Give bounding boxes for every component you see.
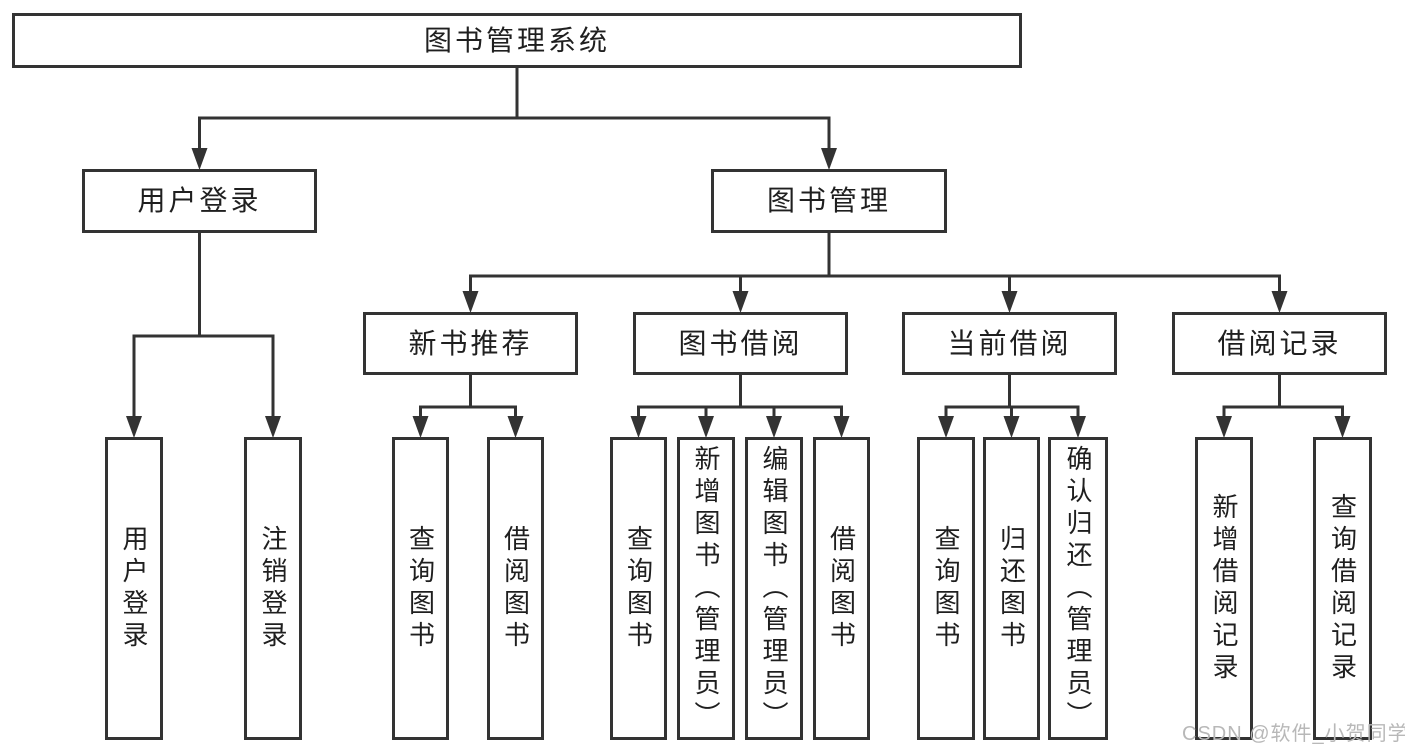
arrowhead-icon <box>833 416 850 438</box>
node-label-leaf-bb-edit-book-admin: 编辑图书（管理员） <box>759 444 789 733</box>
arrowhead-icon <box>821 148 837 170</box>
node-label-user-login: 用户登录 <box>137 185 262 216</box>
arrowhead-icon <box>938 416 954 438</box>
arrowhead-icon <box>1001 291 1018 313</box>
node-leaf-bb-borrow-book: 借阅图书 <box>813 437 870 740</box>
arrowhead-icon <box>265 416 281 438</box>
arrowhead-icon <box>766 416 782 438</box>
node-label-leaf-cb-query-book: 查询图书 <box>931 524 961 653</box>
node-leaf-cb-return-book: 归还图书 <box>983 437 1040 740</box>
arrowhead-icon <box>1216 416 1232 438</box>
node-root: 图书管理系统 <box>12 13 1022 68</box>
arrowhead-icon <box>462 291 479 313</box>
node-label-leaf-bb-borrow-book: 借阅图书 <box>826 524 857 653</box>
watermark: CSDN @软件_小贺同学 <box>1182 723 1405 745</box>
node-label-leaf-bb-add-book-admin: 新增图书（管理员） <box>691 444 721 733</box>
node-book-mgmt: 图书管理 <box>711 169 947 233</box>
node-label-current-borrow: 当前借阅 <box>947 327 1072 359</box>
arrowhead-icon <box>412 416 429 438</box>
node-label-leaf-br-add-record: 新增借阅记录 <box>1209 492 1239 685</box>
node-leaf-bb-add-book-admin: 新增图书（管理员） <box>677 437 735 740</box>
node-label-leaf-cb-confirm-admin: 确认归还（管理员） <box>1063 444 1093 733</box>
node-label-new-book-rec: 新书推荐 <box>408 327 533 359</box>
arrowhead-icon <box>1003 416 1020 438</box>
node-leaf-nbr-query-book: 查询图书 <box>392 437 449 740</box>
node-user-login: 用户登录 <box>82 169 317 233</box>
node-leaf-bb-edit-book-admin: 编辑图书（管理员） <box>745 437 803 740</box>
node-new-book-rec: 新书推荐 <box>363 312 578 375</box>
arrowhead-icon <box>732 291 749 313</box>
node-label-leaf-nbr-query-book: 查询图书 <box>405 524 436 653</box>
node-leaf-cb-confirm-admin: 确认归还（管理员） <box>1048 437 1108 740</box>
arrowhead-icon <box>630 416 647 438</box>
node-current-borrow: 当前借阅 <box>902 312 1117 375</box>
arrowhead-icon <box>1070 416 1086 438</box>
node-label-leaf-cb-return-book: 归还图书 <box>996 524 1027 653</box>
arrowhead-icon <box>507 416 524 438</box>
node-book-borrow: 图书借阅 <box>633 312 848 375</box>
node-label-leaf-br-query-record: 查询借阅记录 <box>1327 492 1358 685</box>
node-leaf-logout: 注销登录 <box>244 437 302 740</box>
arrowhead-icon <box>698 416 714 438</box>
node-leaf-bb-query-book: 查询图书 <box>610 437 667 740</box>
node-leaf-nbr-borrow-book: 借阅图书 <box>487 437 544 740</box>
node-leaf-br-add-record: 新增借阅记录 <box>1195 437 1253 740</box>
node-leaf-br-query-record: 查询借阅记录 <box>1313 437 1372 740</box>
node-label-book-borrow: 图书借阅 <box>678 327 803 359</box>
node-leaf-login: 用户登录 <box>105 437 163 740</box>
node-label-book-mgmt: 图书管理 <box>766 185 891 216</box>
node-leaf-cb-query-book: 查询图书 <box>917 437 975 740</box>
node-label-root: 图书管理系统 <box>423 24 610 56</box>
arrowhead-icon <box>126 416 142 438</box>
node-label-leaf-nbr-borrow-book: 借阅图书 <box>500 524 531 653</box>
arrowhead-icon <box>1271 291 1288 313</box>
node-label-leaf-login: 用户登录 <box>119 524 149 653</box>
node-borrow-record: 借阅记录 <box>1172 312 1387 375</box>
node-label-leaf-bb-query-book: 查询图书 <box>623 524 654 653</box>
node-label-leaf-logout: 注销登录 <box>258 524 288 653</box>
arrowhead-icon <box>191 148 208 170</box>
arrowhead-icon <box>1334 416 1351 438</box>
node-label-borrow-record: 借阅记录 <box>1217 327 1342 359</box>
